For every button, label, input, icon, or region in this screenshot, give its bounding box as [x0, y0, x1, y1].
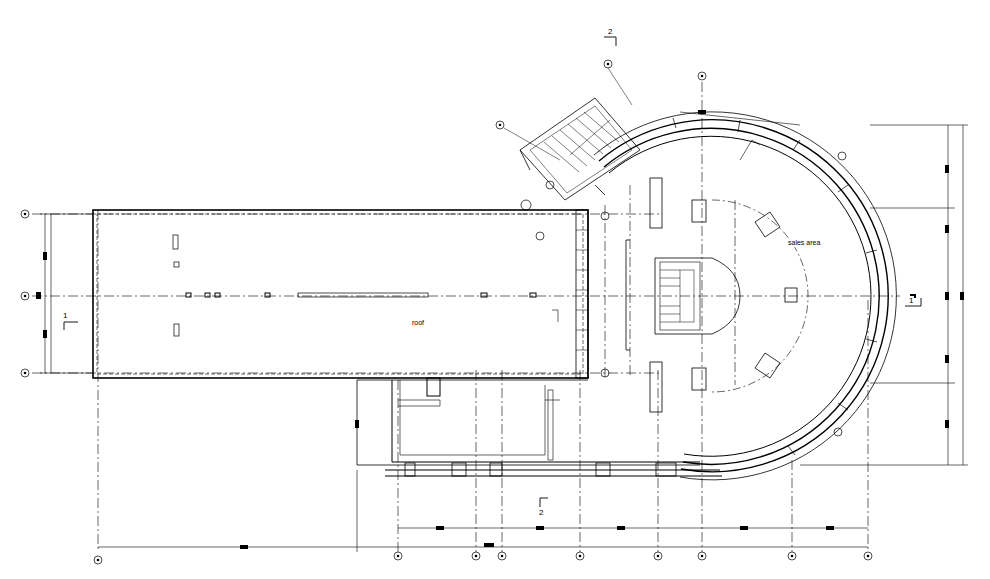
grid-axes — [32, 82, 900, 552]
section-mark: 2 — [538, 508, 544, 517]
room-label: roof — [411, 318, 425, 327]
section-mark: 1 — [62, 311, 68, 320]
lower-wing — [357, 378, 722, 476]
stair-north — [520, 98, 640, 200]
grid-bubbles — [21, 60, 872, 564]
section-markers — [64, 37, 921, 507]
roof-outline — [93, 210, 588, 378]
section-mark: 1 — [908, 296, 914, 305]
central-stair — [626, 178, 797, 412]
section-mark: 2 — [607, 27, 613, 36]
room-label: sales area — [787, 238, 821, 247]
dimension-lines — [40, 112, 968, 552]
dimension-ticks — [36, 110, 964, 549]
curved-walls — [594, 112, 896, 480]
